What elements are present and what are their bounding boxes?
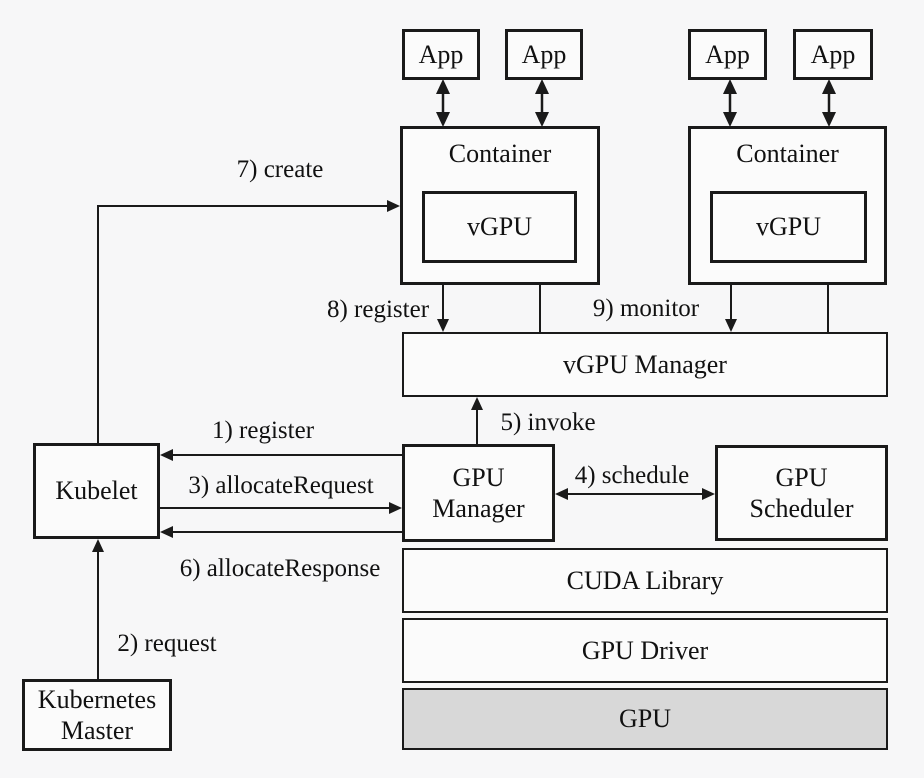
- arrow-schedule: [555, 488, 715, 500]
- node-gpu-label: GPU: [618, 704, 671, 734]
- arrow-request: [92, 539, 104, 679]
- node-app-1-label: App: [418, 39, 464, 69]
- node-app-2-label: App: [521, 39, 567, 69]
- node-gpu-driver-label: GPU Driver: [581, 635, 709, 665]
- arrow-create: [97, 200, 400, 443]
- arrow-allocate-response: [160, 526, 402, 538]
- node-vgpu-left-label: vGPU: [466, 212, 532, 242]
- node-kubelet-label: Kubelet: [55, 476, 138, 506]
- edge-label-request-2: 2) request: [117, 630, 217, 657]
- node-app-4-label: App: [810, 39, 856, 69]
- node-vgpu-right: vGPU: [710, 191, 867, 263]
- arrow-app3-container: [723, 79, 737, 127]
- edge-label-create: 7) create: [236, 156, 324, 183]
- node-container-left-label: Container: [448, 139, 552, 168]
- arrow-allocate-request: [160, 502, 402, 514]
- node-app-3: App: [688, 29, 767, 80]
- node-gpu: GPU: [402, 688, 888, 750]
- node-container-right-label: Container: [736, 139, 839, 168]
- edge-label-allocate-response-6: 6) allocateResponse: [179, 555, 381, 582]
- edge-label-monitor-9: 9) monitor: [592, 295, 700, 322]
- edge-label-register-8: 8) register: [326, 296, 430, 323]
- node-kubelet: Kubelet: [33, 443, 160, 539]
- node-gpu-scheduler: GPU Scheduler: [715, 445, 888, 541]
- arrow-app1-container: [436, 79, 450, 127]
- node-gpu-scheduler-label: GPU Scheduler: [749, 462, 854, 523]
- node-kubernetes-master: Kubernetes Master: [22, 679, 172, 751]
- node-vgpu-right-label: vGPU: [755, 212, 821, 242]
- node-gpu-manager-label: GPU Manager: [432, 462, 525, 523]
- arrow-register-kubelet: [160, 449, 402, 461]
- edge-label-invoke-5: 5) invoke: [500, 409, 596, 436]
- edge-label-schedule-4: 4) schedule: [574, 462, 690, 489]
- node-cuda-library-label: CUDA Library: [566, 565, 724, 595]
- arrow-invoke: [471, 397, 483, 444]
- node-kubernetes-master-label: Kubernetes Master: [37, 684, 157, 745]
- node-cuda-library: CUDA Library: [402, 548, 888, 613]
- node-vgpu-left: vGPU: [422, 191, 577, 263]
- node-app-3-label: App: [705, 39, 750, 69]
- edge-label-register-1: 1) register: [211, 417, 315, 444]
- node-gpu-driver: GPU Driver: [402, 618, 888, 683]
- edge-label-allocate-request-3: 3) allocateRequest: [188, 472, 374, 499]
- node-vgpu-manager: vGPU Manager: [402, 332, 888, 397]
- arrow-app2-container: [535, 79, 549, 127]
- node-app-4: App: [793, 29, 873, 80]
- node-app-1: App: [402, 29, 480, 80]
- arrow-app4-container: [822, 79, 836, 127]
- node-app-2: App: [505, 29, 583, 80]
- node-gpu-manager: GPU Manager: [402, 444, 555, 542]
- node-vgpu-manager-label: vGPU Manager: [563, 349, 727, 379]
